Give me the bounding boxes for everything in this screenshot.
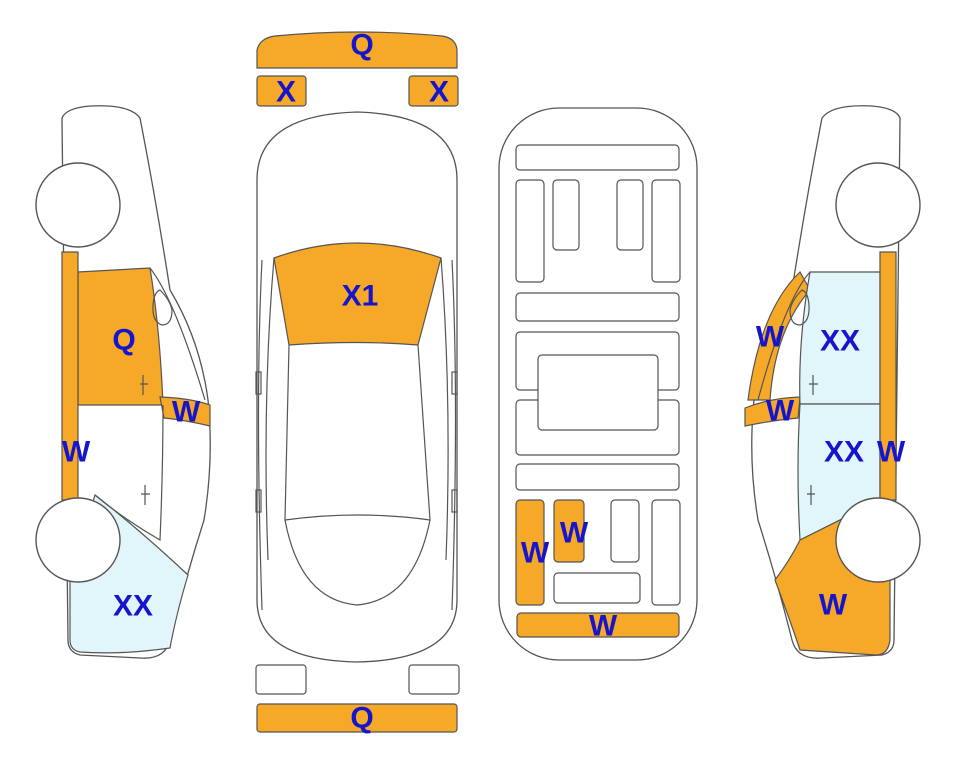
left-sill-label: W [62,436,91,469]
right-rear-door-label: XX [824,436,864,469]
left-mirror-part[interactable] [159,396,211,427]
windshield-label: X1 [342,280,379,313]
front-parts [256,31,459,107]
left-headlight-part[interactable] [256,75,307,107]
floor-rear-center-part[interactable] [553,499,585,563]
left-headlight-label: X [276,76,296,109]
left-mirror-label: W [172,396,201,429]
left-front-door-label: Q [112,324,135,357]
rear-parts [255,664,460,733]
right-rear-quarter-label: W [819,589,848,622]
front-bumper-part[interactable] [256,31,458,69]
top-view-body[interactable] [256,111,458,663]
floor-rear-left-part[interactable] [515,499,545,606]
damage-labels: Q X X X1 Q Q W W XX W XX W XX W W W W W [62,29,906,735]
right-taillight-part[interactable] [408,664,460,695]
left-rear-quarter-label: XX [113,590,153,623]
left-side-view [35,105,211,659]
underbody-view [498,107,698,661]
right-mirror-part[interactable] [744,396,801,427]
front-bumper-label: Q [350,29,373,62]
floor-rear-left-label: W [521,537,550,570]
right-headlight-label: X [429,76,449,109]
rear-bumper-label: Q [350,702,373,735]
floor-trunk-label: W [589,610,618,643]
top-view-car [255,111,458,663]
right-front-door-label: XX [820,325,860,358]
right-mirror-label: W [766,395,795,428]
right-side-view [744,105,921,659]
floor-rear-center-label: W [560,517,589,550]
right-headlight-part[interactable] [408,75,459,107]
floor-trunk-part[interactable] [516,612,680,638]
left-taillight-part[interactable] [255,664,307,695]
right-sill-label: W [877,436,906,469]
right-front-fender-label: W [756,321,785,354]
rear-bumper-part[interactable] [256,703,458,733]
right-sill-part[interactable] [879,251,897,501]
